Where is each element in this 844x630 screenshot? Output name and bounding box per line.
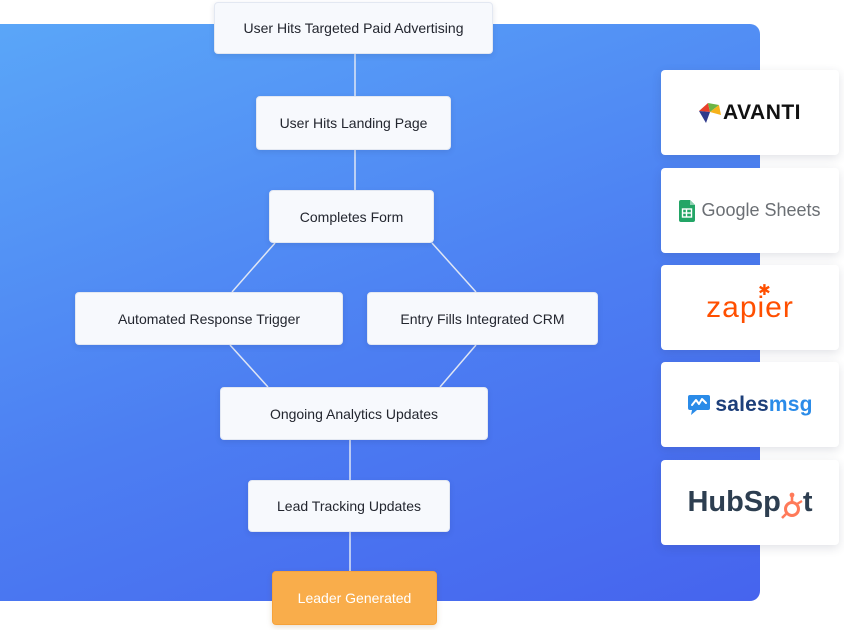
salesmsg-logo-text-sales: sales <box>715 392 769 416</box>
zapier-logo-text: zapier <box>706 290 794 324</box>
flow-node-form: Completes Form <box>269 190 434 243</box>
integration-card-zapier: ✱ zapier <box>661 265 839 350</box>
flow-node-analytics: Ongoing Analytics Updates <box>220 387 488 440</box>
flow-node-leader-generated: Leader Generated <box>272 571 437 625</box>
flow-node-tracking: Lead Tracking Updates <box>248 480 450 532</box>
zapier-burst-icon: ✱ <box>758 281 772 299</box>
hubspot-logo: HubSp t <box>687 486 813 519</box>
connector-crm-analytics <box>439 344 477 388</box>
zapier-logo: ✱ zapier <box>706 282 794 325</box>
salesmsg-logo-text-msg: msg <box>768 392 813 416</box>
avanti-mark-icon <box>698 102 721 123</box>
flow-node-auto-response: Automated Response Trigger <box>75 292 343 345</box>
chat-bubble-icon <box>688 394 711 415</box>
flow-node-landing: User Hits Landing Page <box>256 96 451 150</box>
flow-node-ad: User Hits Targeted Paid Advertising <box>214 2 493 54</box>
connector-form-auto <box>231 242 276 293</box>
connector-form-crm <box>431 242 477 293</box>
integration-card-google-sheets: Google Sheets <box>661 168 839 253</box>
sprocket-icon <box>780 492 803 519</box>
google-sheets-logo-text: Google Sheets <box>701 200 821 220</box>
integration-card-avanti: AVANTI <box>661 70 839 155</box>
sheets-icon <box>679 199 696 222</box>
avanti-logo-text: AVANTI <box>722 100 802 124</box>
connector-auto-analytics <box>229 344 269 388</box>
flow-node-crm: Entry Fills Integrated CRM <box>367 292 598 345</box>
integration-card-hubspot: HubSp t <box>661 460 839 545</box>
hubspot-logo-text-b: t <box>802 486 813 518</box>
hubspot-logo-text-a: HubSp <box>687 486 781 518</box>
avanti-logo: AVANTI <box>698 100 802 125</box>
google-sheets-logo: Google Sheets <box>679 199 821 222</box>
